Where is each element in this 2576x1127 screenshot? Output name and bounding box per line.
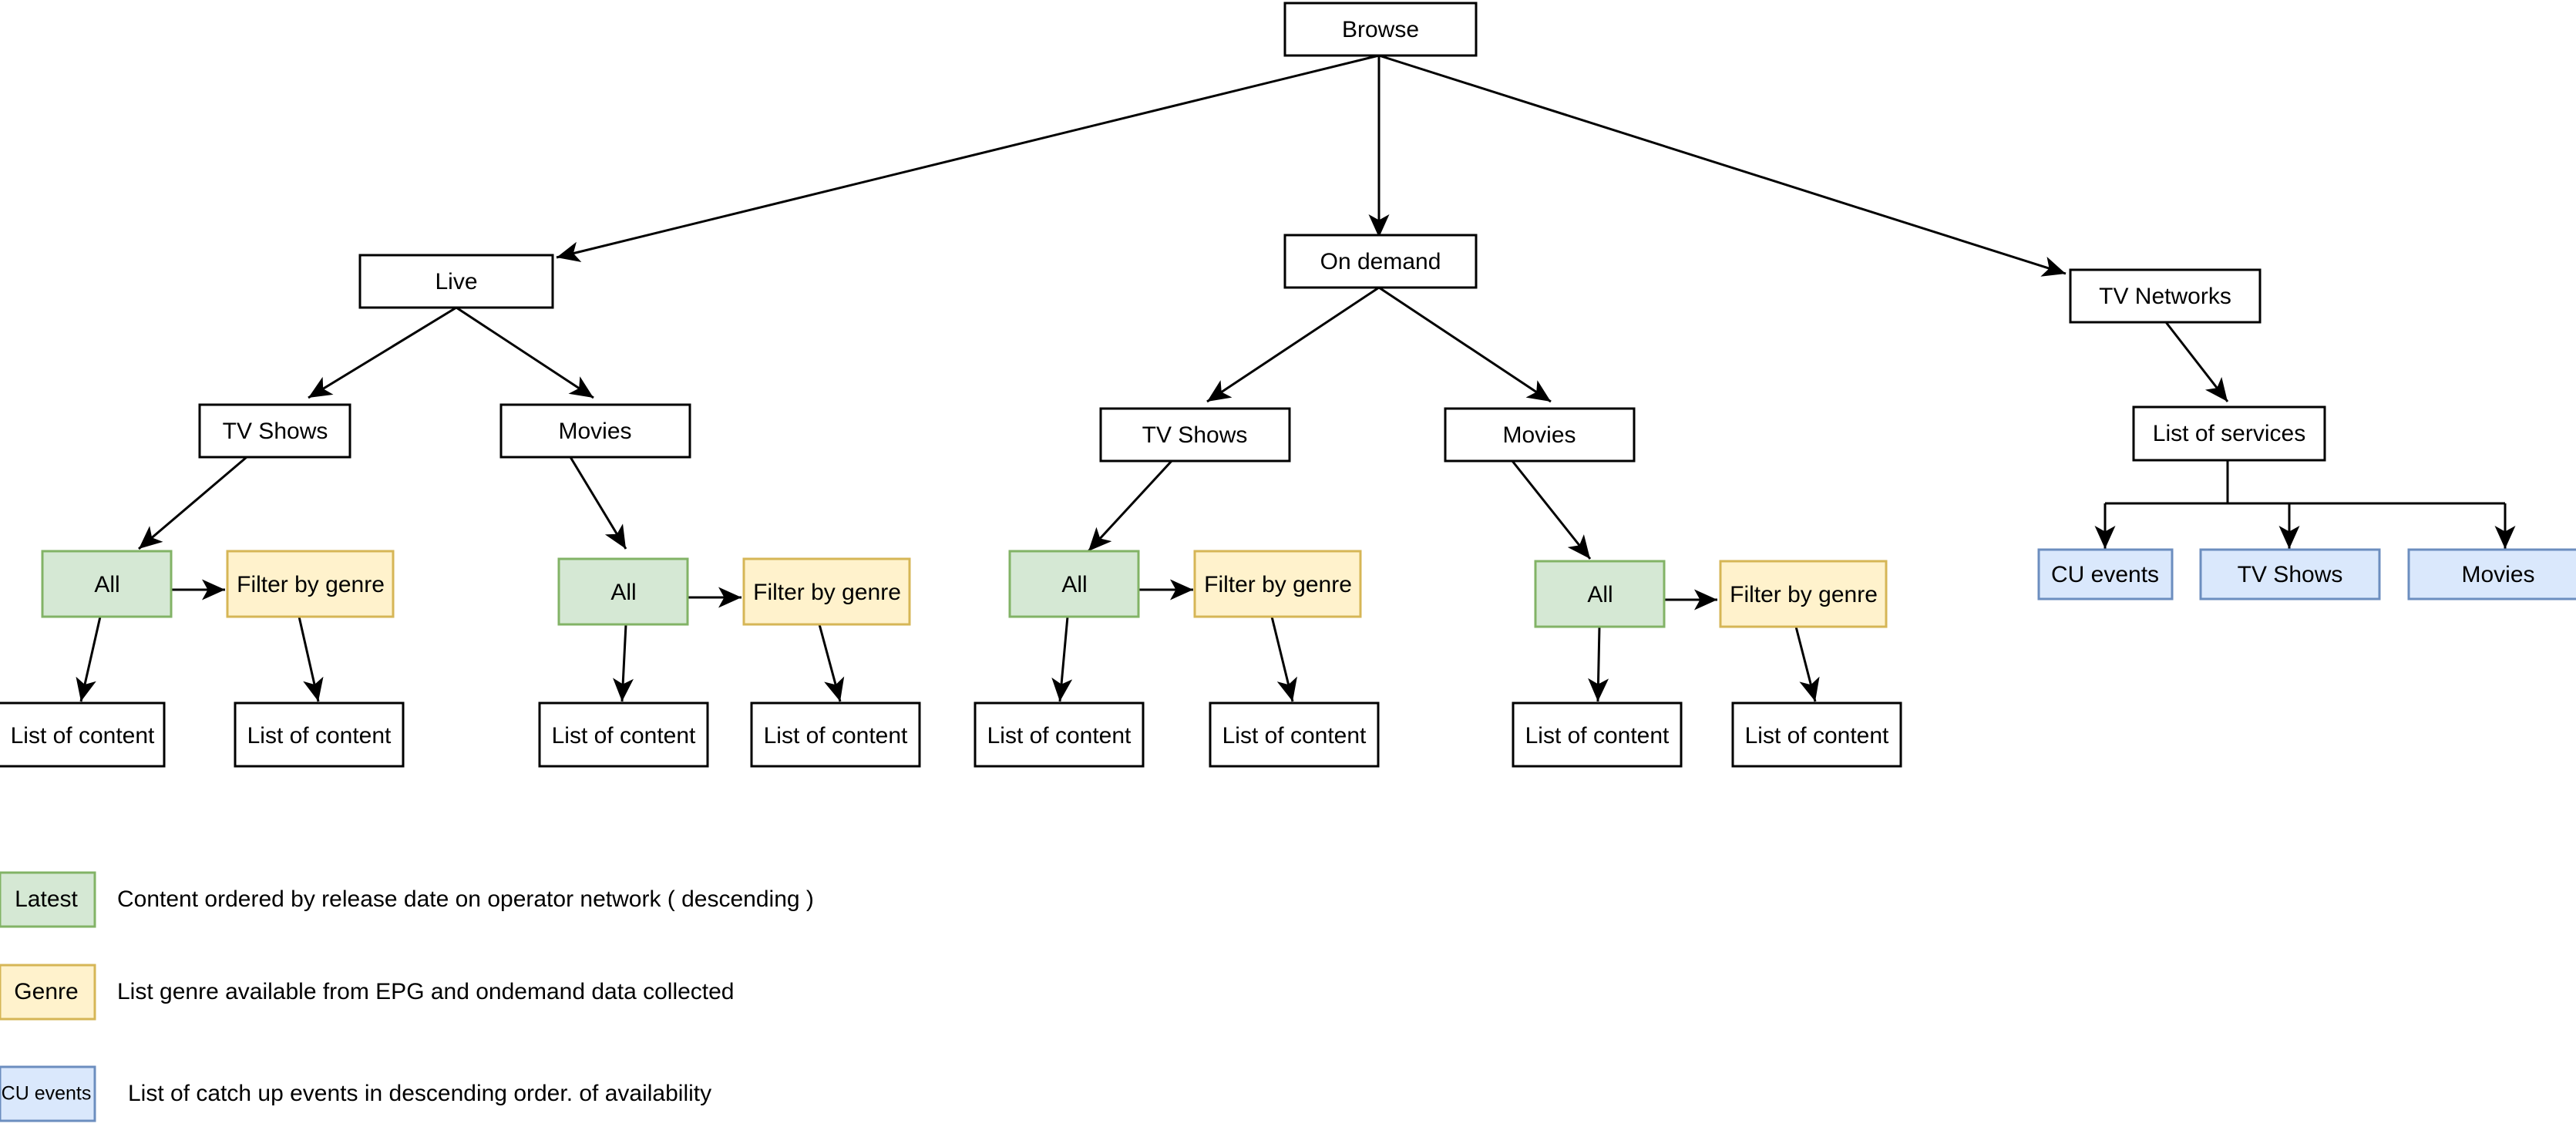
node-live-movies[interactable]: Movies	[499, 403, 691, 459]
node-services-tv-shows-label: TV Shows	[2238, 562, 2343, 587]
node-content-3-label: List of content	[552, 723, 696, 749]
edge-filter-1-to-content-2	[298, 616, 324, 702]
node-od-tv-shows[interactable]: TV Shows	[1099, 407, 1291, 463]
node-all-3[interactable]: All	[1008, 550, 1140, 618]
node-services-movies-label: Movies	[2461, 562, 2534, 587]
node-filter-4-label: Filter by genre	[1730, 582, 1878, 607]
edges-category-to-all	[138, 456, 1592, 560]
legend-description-cu-events: List of catch up events in descending or…	[128, 1081, 711, 1106]
edge-filter-4-to-content-8	[1794, 626, 1820, 702]
legend-item-genre: Genre List genre available from EPG and …	[0, 964, 735, 1021]
node-all-2[interactable]: All	[557, 557, 689, 626]
edge-filter-3-to-content-6	[1270, 616, 1297, 702]
legend-swatch-genre-label: Genre	[14, 979, 78, 1004]
legend-description-latest: Content ordered by release date on opera…	[117, 886, 814, 912]
edge-live-tv-shows-to-all-1	[138, 456, 247, 550]
node-live-tv-shows[interactable]: TV Shows	[198, 403, 351, 459]
legend: Latest Content ordered by release date o…	[0, 871, 814, 1122]
edge-all-3-to-content-5	[1051, 616, 1073, 702]
node-all-4[interactable]: All	[1534, 560, 1666, 628]
node-browse-label: Browse	[1342, 17, 1419, 42]
edge-on-demand-to-tv-shows	[1206, 286, 1380, 403]
node-od-movies[interactable]: Movies	[1444, 407, 1636, 463]
legend-item-latest: Latest Content ordered by release date o…	[0, 871, 814, 928]
node-list-of-services-label: List of services	[2153, 421, 2305, 446]
legend-swatch-cu-events-label: CU events	[2, 1083, 92, 1105]
node-tv-networks-label: TV Networks	[2099, 284, 2231, 309]
node-all-2-label: All	[610, 580, 636, 605]
edge-od-movies-to-all-4	[1511, 460, 1592, 560]
node-all-4-label: All	[1587, 582, 1613, 607]
node-filter-3-label: Filter by genre	[1204, 572, 1352, 597]
edge-tv-networks-to-list-of-services	[2164, 321, 2229, 402]
node-all-1[interactable]: All	[41, 550, 173, 618]
node-content-5[interactable]: List of content	[974, 701, 1145, 768]
edge-live-movies-to-all-2	[569, 456, 627, 550]
edge-live-to-movies	[456, 306, 594, 399]
node-services-tv-shows[interactable]: TV Shows	[2199, 548, 2381, 601]
edges-list-of-services	[2094, 460, 2516, 549]
edges-to-list-of-content	[76, 616, 1820, 702]
node-od-tv-shows-label: TV Shows	[1142, 422, 1248, 448]
edges-on-demand	[1206, 286, 1552, 403]
node-filter-1-label: Filter by genre	[237, 572, 385, 597]
node-live[interactable]: Live	[358, 254, 554, 309]
node-content-1[interactable]: List of content	[0, 701, 166, 768]
edge-all-4-to-content-7	[1588, 626, 1609, 702]
node-filter-2-label: Filter by genre	[753, 580, 901, 605]
node-browse[interactable]: Browse	[1283, 2, 1478, 57]
node-od-movies-label: Movies	[1502, 422, 1576, 448]
edge-live-to-tv-shows	[308, 306, 457, 399]
legend-item-cu-events: CU events List of catch up events in des…	[0, 1065, 711, 1122]
edge-browse-to-tv-networks	[1378, 54, 2067, 277]
node-content-7[interactable]: List of content	[1512, 701, 1683, 768]
node-all-3-label: All	[1061, 572, 1087, 597]
node-live-label: Live	[435, 269, 477, 294]
node-content-3[interactable]: List of content	[538, 701, 709, 768]
node-filter-4[interactable]: Filter by genre	[1719, 560, 1888, 628]
node-content-4[interactable]: List of content	[750, 701, 921, 768]
node-all-1-label: All	[94, 572, 119, 597]
node-filter-3[interactable]: Filter by genre	[1193, 550, 1362, 618]
node-services-movies[interactable]: Movies	[2407, 548, 2576, 601]
node-content-2-label: List of content	[247, 723, 392, 749]
node-services-cu-events[interactable]: CU events	[2037, 548, 2174, 601]
edge-all-1-to-content-1	[76, 616, 102, 702]
node-on-demand-label: On demand	[1320, 249, 1441, 274]
legend-swatch-genre	[0, 964, 96, 1021]
node-filter-2[interactable]: Filter by genre	[742, 557, 911, 626]
node-content-2[interactable]: List of content	[234, 701, 405, 768]
node-content-8-label: List of content	[1745, 723, 1889, 749]
node-tv-networks[interactable]: TV Networks	[2069, 268, 2262, 324]
node-content-7-label: List of content	[1525, 723, 1670, 749]
edges-all-to-filter	[171, 579, 1717, 611]
node-filter-1[interactable]: Filter by genre	[226, 550, 395, 618]
node-services-cu-events-label: CU events	[2051, 562, 2159, 587]
node-content-1-label: List of content	[11, 723, 155, 749]
node-live-movies-label: Movies	[558, 419, 631, 444]
edge-od-tv-shows-to-all-3	[1087, 459, 1173, 553]
edges-root	[556, 54, 2067, 277]
node-on-demand[interactable]: On demand	[1283, 234, 1478, 289]
edge-browse-to-live	[556, 54, 1380, 262]
edge-on-demand-to-movies	[1378, 286, 1552, 403]
legend-swatch-latest	[0, 871, 96, 928]
legend-swatch-cu-events	[0, 1065, 96, 1122]
edge-filter-2-to-content-4	[818, 624, 845, 702]
edge-all-2-to-content-3	[613, 624, 634, 702]
node-content-6[interactable]: List of content	[1209, 701, 1380, 768]
node-list-of-services[interactable]: List of services	[2132, 405, 2326, 462]
legend-description-genre: List genre available from EPG and ondema…	[117, 979, 735, 1004]
node-content-6-label: List of content	[1222, 723, 1367, 749]
legend-swatch-latest-label: Latest	[15, 886, 78, 912]
edges-tv-networks	[2164, 321, 2229, 402]
node-content-5-label: List of content	[987, 723, 1132, 749]
node-content-8[interactable]: List of content	[1731, 701, 1902, 768]
node-live-tv-shows-label: TV Shows	[223, 419, 328, 444]
node-content-4-label: List of content	[764, 723, 908, 749]
edges-live	[308, 306, 594, 399]
